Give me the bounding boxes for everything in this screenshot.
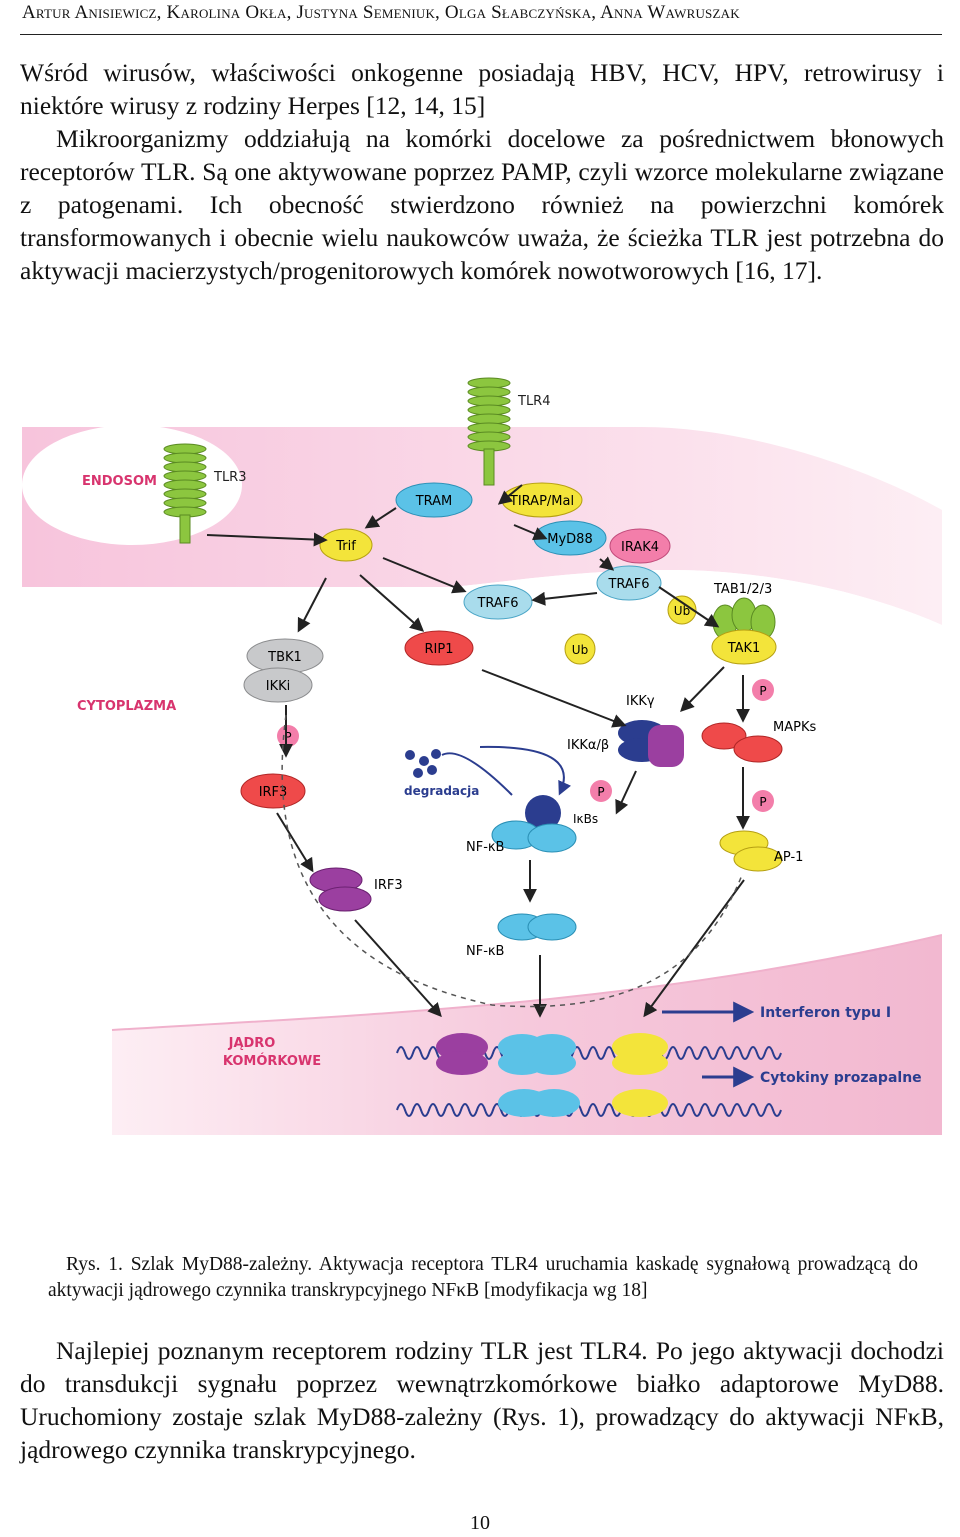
header-rule — [20, 34, 942, 35]
phospho-2 — [752, 679, 774, 701]
ikk-complex — [618, 720, 684, 767]
figure-caption: Rys. 1. Szlak MyD88-zależny. Aktywacja r… — [48, 1252, 918, 1304]
caption-text: Rys. 1. Szlak MyD88-zależny. Aktywacja r… — [48, 1254, 918, 1301]
tlr3-label: TLR3 — [213, 470, 247, 485]
cell-membrane — [22, 427, 942, 625]
interferon-label: Interferon typu I — [760, 1005, 891, 1021]
degradation-dots — [405, 749, 441, 778]
nucleus-label-1: JĄDRO — [228, 1036, 276, 1051]
traf6-label-right: TRAF6 — [607, 577, 649, 592]
tbk1-label: TBK1 — [267, 650, 302, 665]
traf6-label-center: TRAF6 — [476, 596, 518, 611]
cytoplasm-label: CYTOPLAZMA — [77, 699, 176, 714]
cytokines-label: Cytokiny prozapalne — [760, 1070, 922, 1086]
tlr4-receptor — [467, 377, 511, 486]
phospho-1 — [277, 725, 299, 747]
rip1-node — [404, 630, 474, 666]
tab-complex — [712, 597, 776, 640]
nucleus-label-2: KOMÓRKOWE — [223, 1053, 321, 1069]
ap1-complex — [719, 830, 783, 872]
irak4-label: IRAK4 — [621, 540, 659, 555]
ub-node-2 — [564, 633, 596, 665]
phospho-4 — [590, 780, 612, 802]
tlr4-label: TLR4 — [517, 394, 551, 409]
traf6-node-right — [596, 565, 662, 601]
phospho-label-3: P — [759, 795, 766, 809]
irak4-node — [609, 528, 671, 564]
rip1-label: RIP1 — [425, 642, 454, 657]
mapks-label: MAPKs — [773, 720, 816, 735]
myd88-pathway-figure: ENDOSOM TLR3 TLR4 TRAM TIRAP/Mal Trif My… — [22, 377, 942, 1135]
dna-strand-2 — [396, 1103, 782, 1117]
page-number: 10 — [470, 1512, 490, 1534]
phospho-label-4: P — [597, 785, 604, 799]
body-paragraph-1: Najlepiej poznanym receptorem rodziny TL… — [20, 1336, 944, 1464]
pathway-arrows — [206, 484, 750, 1018]
endosome-label: ENDOSOM — [82, 474, 157, 489]
intro-paragraph-2: Mikroorganizmy oddziałują na komórki doc… — [20, 124, 944, 285]
tlr3-receptor — [163, 443, 207, 544]
intro-text: Wśród wirusów, właściwości onkogenne pos… — [20, 56, 944, 287]
irf3-label-bottom: IRF3 — [374, 878, 403, 893]
running-header: Artur Anisiewicz, Karolina Okła, Justyna… — [22, 2, 740, 23]
tram-node — [395, 482, 473, 518]
degradation-label: degradacja — [404, 784, 479, 798]
ikki-node — [243, 667, 313, 703]
tab-label: TAB1/2/3 — [713, 582, 772, 597]
ikbs-label: IκBs — [573, 812, 598, 826]
trif-label: Trif — [335, 539, 356, 554]
ikb-nfkb-complex — [491, 795, 577, 853]
ikkg-label: IKKγ — [626, 694, 655, 709]
ub-node-1 — [667, 595, 697, 625]
irf3-label-top: IRF3 — [259, 785, 288, 800]
nfkb-dimer — [497, 913, 577, 941]
ap1-label: AP-1 — [774, 850, 803, 865]
dna-bound-factors-2 — [498, 1089, 668, 1117]
tak1-node — [711, 629, 777, 665]
ikkab-label: IKKα/β — [567, 738, 609, 753]
tak1-label: TAK1 — [727, 641, 761, 656]
phospho-3 — [752, 790, 774, 812]
ub-label-1: Ub — [674, 604, 690, 618]
dna-bound-factors-1 — [436, 1033, 668, 1075]
irf3-node-top — [240, 773, 306, 809]
myd88-label: MyD88 — [547, 532, 592, 547]
tirap-label: TIRAP/Mal — [509, 494, 574, 509]
intro-paragraph-1: Wśród wirusów, właściwości onkogenne pos… — [20, 58, 944, 120]
mapks-complex — [701, 722, 783, 763]
tram-label: TRAM — [415, 494, 453, 509]
body-text: Najlepiej poznanym receptorem rodziny TL… — [20, 1334, 944, 1466]
nfkb-label-top: NF-κB — [466, 840, 504, 855]
phospho-label-1: P — [284, 730, 291, 744]
phospho-label-2: P — [759, 684, 766, 698]
irf3-dimer — [309, 867, 372, 912]
ub-label-2: Ub — [572, 643, 588, 657]
ikki-label: IKKi — [266, 679, 291, 694]
nfkb-label-bottom: NF-κB — [466, 944, 504, 959]
